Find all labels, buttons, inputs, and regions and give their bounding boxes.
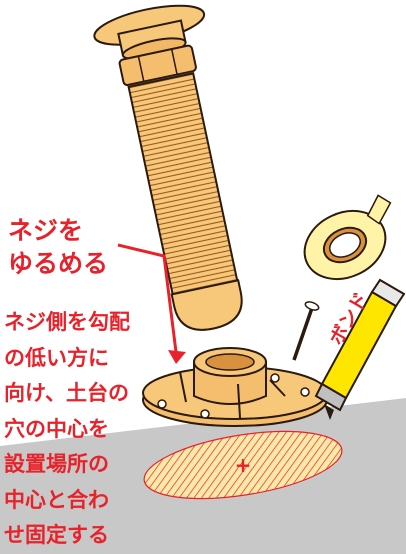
placement-instructions: ネジ側を勾配 の低い方に 向け、土台の 穴の中心を 設置場所の 中心と合わ せ固… — [4, 310, 130, 547]
tape-roll-icon — [303, 194, 392, 281]
arrow-icon — [117, 243, 186, 364]
loosen-screw-label: ネジを ゆるめる — [8, 216, 109, 278]
nail-icon — [292, 301, 320, 361]
screw-pipe-icon — [93, 4, 243, 331]
install-target-area: + — [143, 430, 343, 500]
bond-tube-icon — [314, 278, 406, 420]
base-stand-icon — [142, 347, 328, 427]
center-mark: + — [235, 453, 252, 477]
